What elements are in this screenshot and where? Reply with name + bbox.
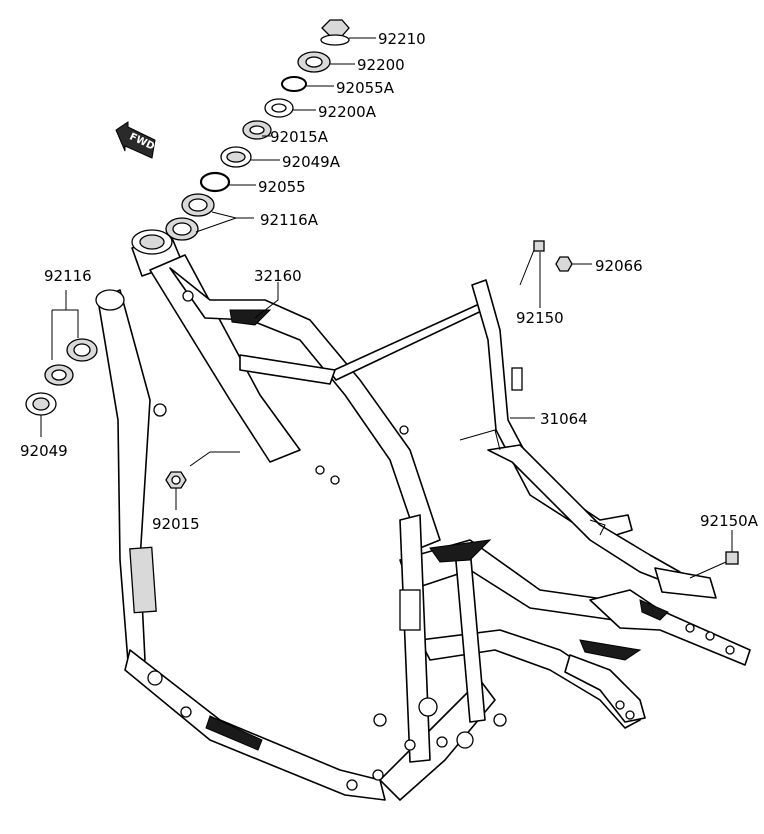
dust-seal-92049 <box>25 392 57 437</box>
part-label-92049: 92049 <box>20 442 68 460</box>
lock-washer-92200A <box>264 98 316 118</box>
rear-frame-31064 <box>459 279 717 599</box>
bolt-92150A <box>689 530 739 579</box>
washer-92200 <box>297 51 355 73</box>
bearing-92116A <box>165 193 254 241</box>
nut-92066 <box>555 256 592 272</box>
part-label-92015A: 92015A <box>270 128 329 146</box>
part-label-92055: 92055 <box>258 178 306 196</box>
bearing-92116 <box>44 290 98 386</box>
steering-nut-92015A <box>242 120 272 140</box>
part-label-92210: 92210 <box>378 30 426 48</box>
dust-seal-92049A <box>220 146 280 168</box>
main-frame-32160 <box>95 229 751 801</box>
nut-92015 <box>165 451 240 510</box>
o-ring-92055 <box>199 171 256 193</box>
part-label-92066: 92066 <box>595 257 643 275</box>
part-label-32160: 32160 <box>254 267 302 285</box>
part-label-31064: 31064 <box>540 410 588 428</box>
part-label-92049A: 92049A <box>282 153 341 171</box>
forward-arrow-icon: FWD <box>115 121 156 159</box>
o-ring-92055A <box>281 76 334 92</box>
part-label-92200A: 92200A <box>318 103 377 121</box>
part-label-92116: 92116 <box>44 267 92 285</box>
part-label-92116A: 92116A <box>260 211 319 229</box>
part-label-92200: 92200 <box>357 56 405 74</box>
part-label-92055A: 92055A <box>336 79 395 97</box>
part-label-92150: 92150 <box>516 309 564 327</box>
bolt-92150 <box>519 240 545 308</box>
part-label-92015: 92015 <box>152 515 200 533</box>
steering-stem-nut-92210 <box>320 19 376 46</box>
part-label-92150A: 92150A <box>700 512 759 530</box>
